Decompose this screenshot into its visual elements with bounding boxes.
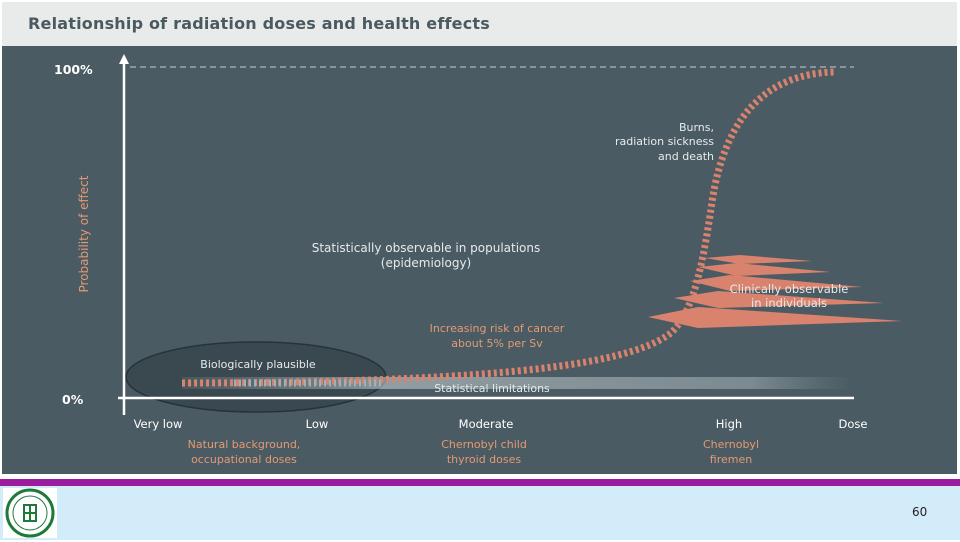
x-tick: Low [306,417,329,431]
cancer-risk-label: Increasing risk of cancer [430,322,565,335]
x-annotation: Chernobyl [703,438,759,451]
individuals-label: in individuals [751,296,827,310]
page-number: 60 [912,505,928,519]
x-tick: Very low [134,417,183,431]
statistical-limitations-label: Statistical limitations [434,382,550,395]
x-annotation: firemen [710,453,752,466]
clinical-wedge [690,275,862,291]
y-axis-label: Probability of effect [77,175,91,292]
individuals-label: Clinically observable [730,282,849,296]
clinical-wedge [674,291,884,308]
page-title: Relationship of radiation doses and heal… [28,14,490,33]
y-axis-arrow [119,54,129,64]
clinical-wedge [648,307,902,328]
populations-label: Statistically observable in populations [312,241,541,255]
burns-label: and death [658,150,714,163]
footer-accent-bar [0,479,960,486]
burns-label: radiation sickness [615,135,714,148]
footer [0,486,960,540]
clinical-wedge [705,255,812,264]
y-tick-top: 100% [54,62,93,77]
dose-effect-diagram: 100% 0% Probability of effect Very low L… [54,54,902,466]
x-annotation: occupational doses [191,453,297,466]
institution-seal-icon [3,488,57,538]
title-bar: Relationship of radiation doses and heal… [2,2,957,46]
x-annotation: Natural background, [188,438,301,451]
cancer-risk-label: about 5% per Sv [451,337,543,350]
x-tick: Dose [839,417,868,431]
x-tick: Moderate [459,417,514,431]
populations-label: (epidemiology) [381,256,471,270]
x-annotation: Chernobyl child [441,438,527,451]
burns-label: Burns, [679,121,714,134]
x-annotation: thyroid doses [447,453,522,466]
y-tick-bottom: 0% [62,392,84,407]
clinical-wedges [648,255,902,328]
x-tick: High [716,417,742,431]
slide-panel: Relationship of radiation doses and heal… [2,2,957,474]
clinical-wedge [698,263,830,276]
dose-effect-curve [181,68,835,387]
biologically-plausible-label: Biologically plausible [200,358,316,371]
